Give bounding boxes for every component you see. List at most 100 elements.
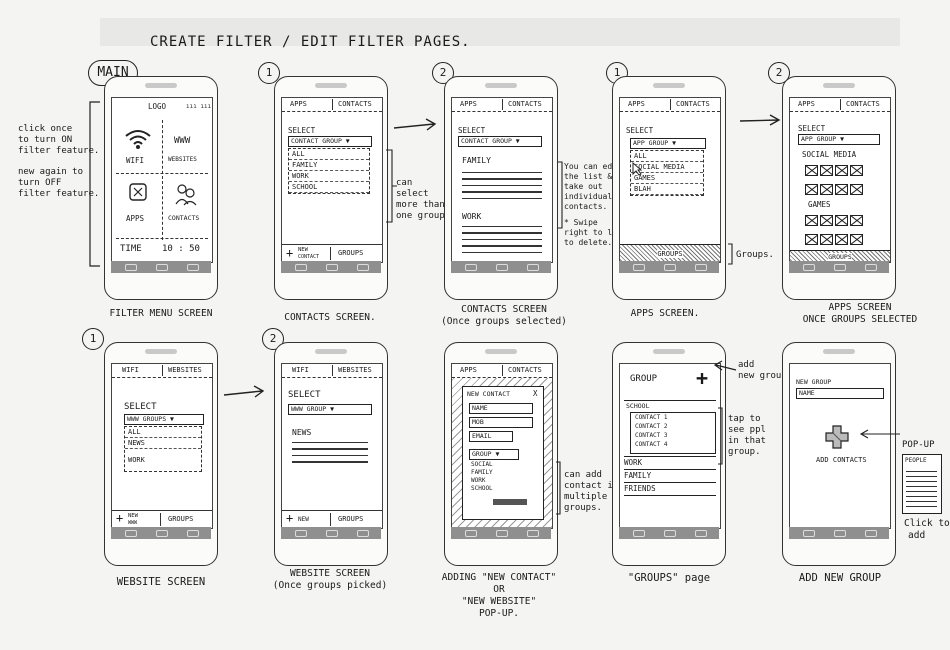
family-group[interactable]: FAMILY (624, 469, 716, 482)
list-item[interactable]: ALL (125, 427, 201, 438)
group-name-field[interactable]: NAME (796, 388, 884, 399)
scan-strip (100, 18, 900, 46)
list-item[interactable]: ALL (631, 151, 703, 162)
tab-websites[interactable]: WEBSITES (338, 366, 372, 374)
app-icon[interactable] (835, 165, 848, 176)
tab-contacts[interactable]: CONTACTS (508, 366, 542, 374)
list-item[interactable]: SOCIAL MEDIA (631, 162, 703, 173)
app-icon[interactable] (805, 165, 818, 176)
tab-wifi[interactable]: WIFI (292, 366, 309, 374)
plus-icon[interactable]: + (286, 511, 294, 525)
app-icon[interactable] (850, 215, 863, 226)
close-icon[interactable]: X (533, 389, 538, 398)
people-label: PEOPLE (905, 457, 927, 464)
list-item[interactable]: CONTACT 2 (635, 423, 668, 430)
list-item[interactable]: SCHOOL (289, 182, 369, 193)
groups-button[interactable]: GROUPS (338, 515, 364, 523)
list-item[interactable]: FAMILY (471, 469, 493, 476)
tab-apps[interactable]: APPS (798, 100, 815, 108)
school-group[interactable]: SCHOOL (626, 402, 650, 410)
groups-bar[interactable]: GROUPS (790, 250, 890, 262)
list-item[interactable]: NEWS (125, 438, 201, 449)
list-item[interactable]: CONTACT 1 (635, 414, 668, 421)
tab-apps[interactable]: APPS (460, 366, 477, 374)
contacts-icon[interactable] (174, 182, 198, 206)
bracket (386, 149, 397, 223)
list-item[interactable]: GAMES (631, 173, 703, 184)
bottom-bar: + NEW CONTACT GROUPS (282, 244, 382, 262)
list-item[interactable]: SCHOOL (471, 485, 493, 492)
new-contact-button[interactable]: NEW (298, 247, 308, 253)
phone-navbar (281, 261, 381, 273)
add-contacts-label[interactable]: ADD CONTACTS (816, 456, 867, 464)
app-icon[interactable] (850, 234, 863, 245)
friends-group[interactable]: FRIENDS (624, 482, 716, 496)
group-dropdown[interactable]: CONTACT GROUP ▼ (288, 136, 372, 147)
tab-contacts[interactable]: CONTACTS (338, 100, 372, 108)
social-media-heading: SOCIAL MEDIA (802, 150, 857, 159)
new-www-button[interactable]: NEW (298, 516, 309, 523)
app-icon[interactable] (805, 234, 818, 245)
phone-navbar (281, 527, 381, 539)
group-dropdown[interactable]: CONTACT GROUP ▼ (458, 136, 542, 147)
mobile-field[interactable]: MOB (469, 417, 533, 428)
phone-add-group: NEW GROUP NAME ADD CONTACTS (782, 342, 896, 566)
list-item[interactable]: CONTACT 4 (635, 441, 668, 448)
tab-websites[interactable]: WEBSITES (168, 366, 202, 374)
save-button[interactable] (493, 499, 527, 505)
tab-apps[interactable]: APPS (628, 100, 645, 108)
work-group[interactable]: WORK (624, 456, 716, 469)
app-icon[interactable] (835, 215, 848, 226)
group-dropdown[interactable]: APP GROUP ▼ (798, 134, 880, 145)
group-dropdown[interactable]: APP GROUP ▼ (630, 138, 706, 149)
groups-bar[interactable]: GROUPS (620, 244, 720, 262)
add-contacts-icon[interactable] (824, 424, 850, 450)
list-item[interactable]: WORK (471, 477, 486, 484)
tab-apps[interactable]: APPS (290, 100, 307, 108)
email-field[interactable]: EMAIL (469, 431, 513, 442)
group-dropdown[interactable]: GROUP ▼ (469, 449, 519, 460)
groups-button[interactable]: GROUPS (168, 515, 194, 523)
app-icon[interactable] (805, 215, 818, 226)
select-label: SELECT (124, 402, 157, 412)
apps-icon[interactable] (128, 182, 148, 202)
news-heading: NEWS (292, 428, 312, 437)
phone-navbar (111, 261, 211, 273)
new-www-button[interactable]: NEW (128, 513, 138, 519)
list-item[interactable]: WORK (128, 456, 145, 464)
app-icon[interactable] (820, 215, 833, 226)
list-item[interactable]: SOCIAL (471, 461, 493, 468)
group-dropdown[interactable]: WWW GROUP ▼ (288, 404, 372, 415)
contacts-label: CONTACTS (168, 214, 200, 222)
www-label[interactable]: WWW (174, 136, 191, 146)
wifi-icon[interactable] (124, 126, 152, 150)
list-item[interactable]: WORK (289, 171, 369, 182)
list-item[interactable]: BLAH (631, 184, 703, 195)
list-item[interactable]: CONTACT 3 (635, 432, 668, 439)
app-icon[interactable] (850, 184, 863, 195)
group-dropdown[interactable]: WWW GROUPS ▼ (124, 414, 204, 425)
tab-apps[interactable]: APPS (460, 100, 477, 108)
tab-contacts[interactable]: CONTACTS (676, 100, 710, 108)
app-icon[interactable] (805, 184, 818, 195)
signal-icon: ııı ııı (186, 103, 212, 110)
app-icon[interactable] (835, 184, 848, 195)
app-icon[interactable] (835, 234, 848, 245)
groups-button[interactable]: GROUPS (338, 249, 364, 257)
add-group-icon[interactable]: + (696, 366, 709, 390)
app-icon[interactable] (820, 165, 833, 176)
name-field[interactable]: NAME (469, 403, 533, 414)
app-icon[interactable] (820, 234, 833, 245)
tab-wifi[interactable]: WIFI (122, 366, 139, 374)
plus-icon[interactable]: + (286, 246, 294, 260)
time-value: 10 : 50 (162, 244, 200, 254)
tab-contacts[interactable]: CONTACTS (846, 100, 880, 108)
plus-icon[interactable]: + (116, 511, 124, 525)
list-item[interactable]: ALL (289, 149, 369, 160)
tab-contacts[interactable]: CONTACTS (508, 100, 542, 108)
list-item[interactable]: FAMILY (289, 160, 369, 171)
people-list[interactable] (906, 467, 937, 509)
groups-title: GROUP (630, 374, 658, 384)
app-icon[interactable] (850, 165, 863, 176)
app-icon[interactable] (820, 184, 833, 195)
